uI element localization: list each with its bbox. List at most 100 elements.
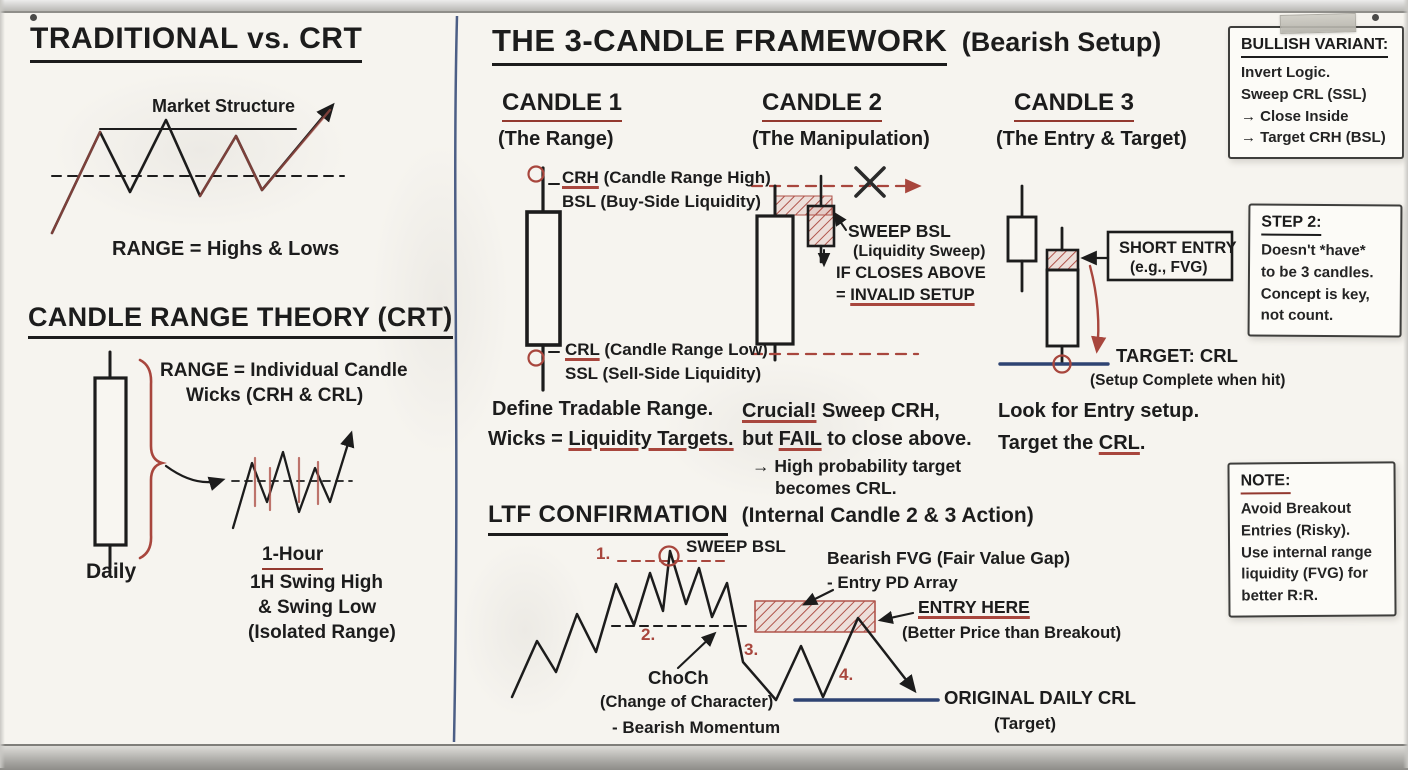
one-hour-label: 1-Hour	[262, 544, 324, 571]
ltf-sketch	[510, 545, 940, 702]
arrow-to-1h	[164, 464, 226, 491]
crh-abbr: CRH	[562, 168, 599, 187]
note-title-text: NOTE:	[1240, 472, 1291, 495]
sweep-bsl-label: SWEEP BSL	[848, 221, 951, 241]
eraser-smudge	[50, 70, 350, 230]
framework-title-row: THE 3-CANDLE FRAMEWORK (Bearish Setup)	[492, 23, 1162, 66]
step2-title-text: STEP 2:	[1261, 213, 1322, 236]
eraser-smudge	[460, 540, 590, 720]
frame-screw	[1372, 14, 1379, 21]
entry-here-text: ENTRY HERE	[918, 597, 1030, 617]
framework-title: THE 3-CANDLE FRAMEWORK	[492, 23, 948, 66]
candle2-note2: but FAIL to close above.	[742, 428, 972, 450]
candle1-sketch	[525, 165, 562, 392]
one-hour-text: 1-Hour	[262, 544, 324, 571]
ltf-step1-number: 1.	[596, 544, 611, 563]
crh-rest: (Candle Range High)	[598, 168, 771, 187]
candle1-note1: Define Tradable Range.	[492, 398, 714, 420]
note-line: better R:R.	[1241, 586, 1319, 605]
ltf-step4-number: 4.	[839, 665, 854, 684]
crl-label: CRL (Candle Range Low)	[565, 340, 768, 359]
bullish-variant-note: BULLISH VARIANT: Invert Logic. Sweep CRL…	[1228, 26, 1404, 159]
step2-line: to be 3 candles.	[1260, 263, 1374, 282]
crl-rest: (Candle Range Low)	[599, 340, 768, 359]
candle2-note1: Crucial! Sweep CRH,	[742, 400, 940, 422]
target-the-text: Target the	[998, 432, 1099, 454]
entry-pd-array-label: - Entry PD Array	[827, 573, 958, 592]
note-line: Entries (Risky).	[1240, 521, 1351, 540]
ltf-step3-number: 3.	[744, 640, 759, 659]
choch-label: ChoCh	[648, 667, 709, 688]
candle2-subheading: (The Manipulation)	[752, 128, 930, 150]
candle1-heading-text: CANDLE 1	[502, 89, 623, 122]
candle1-note2a: Wicks =	[488, 428, 569, 450]
ltf-title: LTF CONFIRMATION	[488, 501, 729, 536]
bullish-line: → Close Inside	[1241, 107, 1349, 125]
ltf-subtitle: (Internal Candle 2 & 3 Action)	[741, 504, 1034, 527]
candle3-heading-text: CANDLE 3	[1014, 89, 1135, 122]
bullish-line: Sweep CRL (SSL)	[1241, 85, 1367, 103]
invalid-setup-label: = INVALID SETUP	[836, 286, 975, 304]
candle2-note3: → High probability target	[752, 456, 962, 476]
fvg-zone	[754, 600, 876, 633]
candle2-heading: CANDLE 2	[762, 89, 883, 122]
eraser-smudge	[370, 140, 510, 460]
candle3-note2: Target the CRL.	[998, 432, 1145, 454]
tape-strip	[1279, 13, 1357, 34]
whiteboard-frame-top	[0, 0, 1408, 13]
section-divider-line	[452, 15, 459, 743]
range-individual-line1: RANGE = Individual Candle	[160, 360, 408, 381]
ltf-target-sub: (Target)	[994, 714, 1057, 733]
step2-title: STEP 2:	[1261, 213, 1389, 237]
title-crt-text: CANDLE RANGE THEORY (CRT)	[28, 302, 453, 340]
crh-label: CRH (Candle Range High)	[562, 168, 771, 187]
crl-abbr: CRL	[565, 340, 600, 359]
bullish-variant-title-text: BULLISH VARIANT:	[1241, 36, 1389, 58]
market-structure-sketch	[50, 102, 345, 235]
daily-candle-sketch	[93, 350, 226, 570]
range-bracket	[138, 358, 167, 560]
bearish-fvg-label: Bearish FVG (Fair Value Gap)	[827, 548, 1071, 568]
crucial-text: Crucial!	[742, 400, 817, 422]
note-note: NOTE: Avoid Breakout Entries (Risky). Us…	[1227, 461, 1397, 618]
step2-line: Concept is key,	[1260, 285, 1370, 303]
short-entry-sub: (e.g., FVG)	[1130, 259, 1208, 276]
candle3-note1: Look for Entry setup.	[998, 400, 1200, 422]
invalid-eq: =	[836, 286, 851, 304]
isolated-range-label: (Isolated Range)	[248, 622, 396, 643]
period-text: .	[1139, 432, 1146, 454]
target-arrow	[1088, 264, 1107, 354]
but-text: but	[742, 428, 779, 450]
candle1-note2: Wicks = Liquidity Targets.	[488, 428, 734, 450]
whiteboard-frame-left	[0, 0, 5, 768]
title-candle-range-theory: CANDLE RANGE THEORY (CRT)	[28, 302, 453, 340]
swing-low-label: & Swing Low	[258, 597, 377, 618]
step2-line: Doesn't *have*	[1261, 241, 1366, 260]
bullish-variant-title: BULLISH VARIANT:	[1241, 36, 1391, 58]
candle2-sketch	[750, 166, 922, 362]
step2-line: not count.	[1260, 306, 1334, 325]
target-crl-label: TARGET: CRL	[1116, 345, 1238, 366]
liquidity-sweep-label: (Liquidity Sweep)	[853, 243, 986, 260]
daily-label: Daily	[86, 560, 137, 583]
note-title: NOTE:	[1240, 472, 1383, 495]
better-price-label: (Better Price than Breakout)	[902, 624, 1122, 642]
candle2-note4: becomes CRL.	[775, 478, 897, 498]
note-line: Avoid Breakout	[1240, 499, 1352, 518]
candle1-note2b: Liquidity Targets.	[568, 428, 734, 450]
note-line: liquidity (FVG) for	[1241, 564, 1368, 583]
invalid-x-mark	[854, 166, 886, 198]
swing-high-label: 1H Swing High	[250, 572, 383, 593]
note-line: Use internal range	[1241, 543, 1373, 561]
frame-screw	[30, 14, 37, 21]
setup-complete-label: (Setup Complete when hit)	[1090, 372, 1286, 389]
sweep-crh-text: Sweep CRH,	[816, 400, 940, 422]
bsl-label: BSL (Buy-Side Liquidity)	[562, 192, 761, 211]
title-traditional-text: TRADITIONAL vs. CRT	[30, 22, 363, 63]
range-highs-lows-label: RANGE = Highs & Lows	[112, 238, 340, 260]
framework-subtitle: (Bearish Setup)	[961, 27, 1162, 57]
if-closes-above-label: IF CLOSES ABOVE	[836, 264, 986, 282]
range-individual-line2: Wicks (CRH & CRL)	[186, 385, 364, 406]
